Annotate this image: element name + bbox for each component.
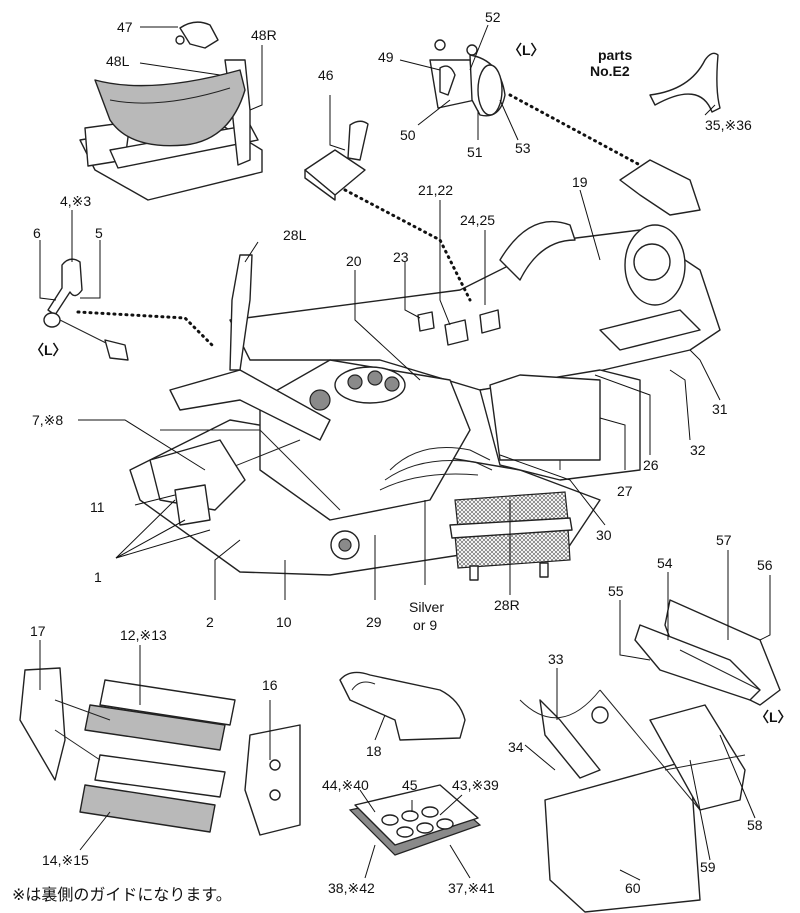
label-30: 30 — [596, 527, 612, 543]
label-L-plate: 〈L〉 — [755, 709, 792, 725]
label-53: 53 — [515, 140, 531, 156]
label-24-25: 24,25 — [460, 212, 495, 228]
label-2: 2 — [206, 614, 214, 630]
label-51: 51 — [467, 144, 483, 160]
side-plate-group — [619, 550, 781, 706]
rear-wing-group — [19, 640, 301, 851]
label-19: 19 — [572, 174, 588, 190]
parts-title: parts — [598, 47, 632, 63]
label-17: 17 — [30, 623, 46, 639]
label-57: 57 — [716, 532, 732, 548]
label-45: 45 — [402, 777, 418, 793]
label-21-22: 21,22 — [418, 182, 453, 198]
label-14: 14,※15 — [42, 852, 89, 868]
label-50: 50 — [400, 127, 416, 143]
label-28L: 28L — [283, 227, 307, 243]
label-44: 44,※40 — [322, 777, 369, 793]
part-4 — [39, 210, 129, 361]
label-49: 49 — [378, 49, 394, 65]
airbox-tray — [348, 784, 482, 879]
parts-number: No.E2 — [590, 63, 630, 79]
label-52: 52 — [485, 9, 501, 25]
label-56: 56 — [757, 557, 773, 573]
label-60: 60 — [625, 880, 641, 896]
labels: 47 48L 48R 46 52 49 〈L〉 50 51 53 parts N… — [12, 9, 792, 904]
label-silver: Silver — [409, 599, 444, 615]
label-54: 54 — [657, 555, 673, 571]
label-29: 29 — [366, 614, 382, 630]
part-46 — [304, 95, 369, 201]
label-12: 12,※13 — [120, 627, 167, 643]
label-38: 38,※42 — [328, 880, 375, 896]
label-59: 59 — [700, 859, 716, 875]
label-34: 34 — [508, 739, 524, 755]
part-35 — [649, 52, 721, 116]
mirror-assembly — [399, 24, 519, 141]
seat-tray-group — [79, 21, 263, 201]
label-27: 27 — [617, 483, 633, 499]
label-47: 47 — [117, 19, 133, 35]
label-46: 46 — [318, 67, 334, 83]
dotted-leader-2 — [343, 188, 472, 302]
label-48R: 48R — [251, 27, 277, 43]
label-35: 35,※36 — [705, 117, 752, 133]
label-16: 16 — [262, 677, 278, 693]
label-4: 4,※3 — [60, 193, 91, 209]
label-32: 32 — [690, 442, 706, 458]
label-10: 10 — [276, 614, 292, 630]
label-48L: 48L — [106, 53, 130, 69]
label-31: 31 — [712, 401, 728, 417]
dotted-leader-3 — [508, 93, 642, 167]
dotted-leader-1 — [76, 310, 214, 347]
floor-diffuser-group — [519, 668, 756, 913]
label-58: 58 — [747, 817, 763, 833]
label-55: 55 — [608, 583, 624, 599]
label-6: 6 — [33, 225, 41, 241]
label-33: 33 — [548, 651, 564, 667]
label-37: 37,※41 — [448, 880, 495, 896]
label-43: 43,※39 — [452, 777, 499, 793]
label-20: 20 — [346, 253, 362, 269]
label-28R: 28R — [494, 597, 520, 613]
label-L-mirror: 〈L〉 — [508, 42, 545, 58]
part-18 — [339, 671, 466, 741]
part-28R — [449, 491, 573, 581]
label-7: 7,※8 — [32, 412, 63, 428]
footnote: ※は裏側のガイドになります。 — [12, 885, 232, 904]
label-23: 23 — [393, 249, 409, 265]
label-L-arm: 〈L〉 — [30, 342, 67, 358]
chassis-leaders — [78, 189, 721, 600]
label-26: 26 — [643, 457, 659, 473]
label-11: 11 — [90, 499, 105, 515]
label-1: 1 — [94, 569, 102, 585]
label-5: 5 — [95, 225, 103, 241]
label-or-9: or 9 — [413, 617, 437, 633]
label-18: 18 — [366, 743, 382, 759]
